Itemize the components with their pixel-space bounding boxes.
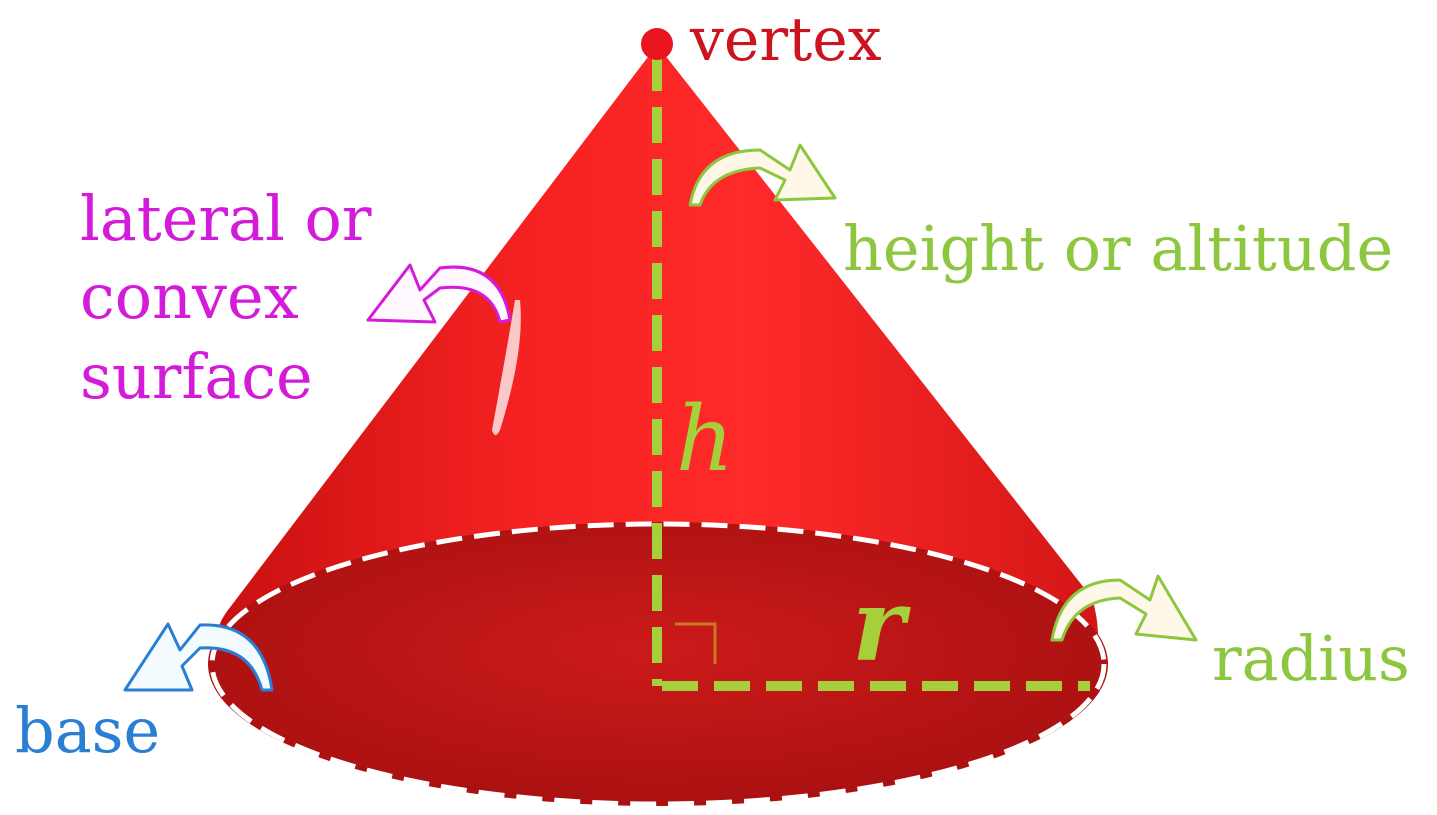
cone-base (208, 522, 1108, 806)
radius-label: radius (1212, 622, 1410, 695)
height-label: height or altitude (843, 212, 1393, 285)
h-symbol: h (676, 387, 734, 492)
lateral-label-line1: lateral or (80, 182, 372, 255)
vertex-dot (641, 28, 673, 60)
curved-arrow-right-icon (1050, 574, 1198, 642)
lateral-label-line3: surface (80, 340, 313, 413)
cone-lateral-surface (215, 45, 1099, 680)
surface-highlight (492, 300, 521, 435)
vertex-label: vertex (689, 5, 882, 75)
curved-arrow-right-icon (688, 143, 837, 207)
base-dashed-edge (209, 521, 1107, 807)
curved-arrow-left-icon (123, 622, 274, 692)
curved-arrow-left-icon (366, 263, 512, 324)
base-label: base (15, 694, 160, 767)
right-angle-icon (675, 622, 717, 664)
lateral-label-line2: convex (80, 260, 299, 333)
r-symbol: r (852, 566, 911, 684)
